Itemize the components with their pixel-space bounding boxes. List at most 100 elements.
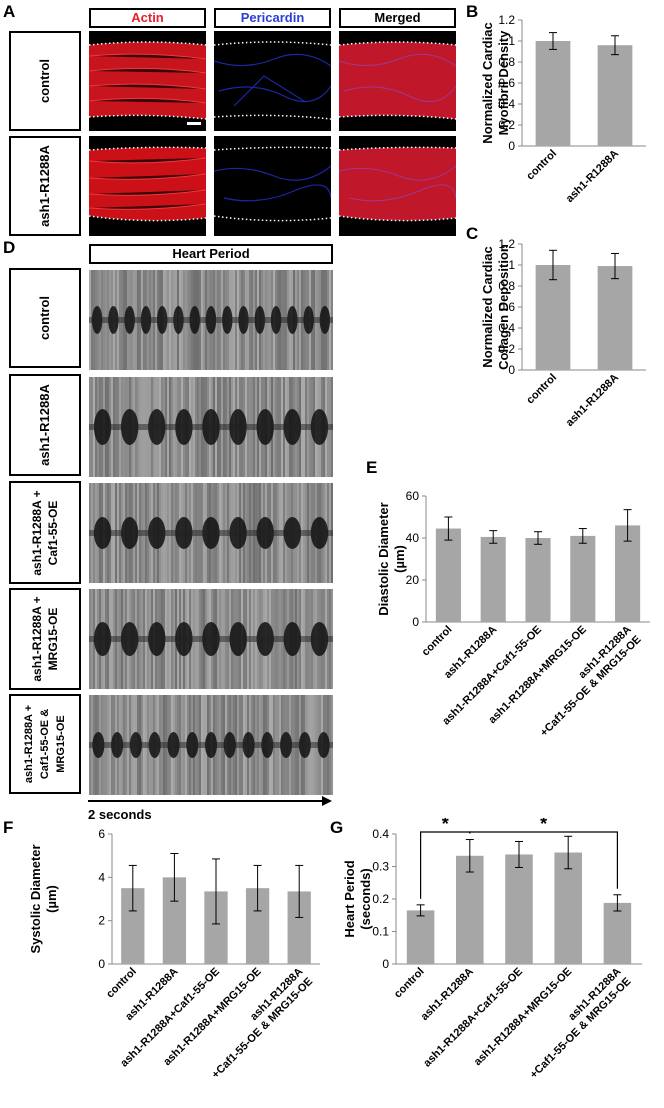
y-tick-label: 1 xyxy=(508,34,515,48)
row-label-text: control xyxy=(37,58,52,104)
bar xyxy=(162,877,187,964)
micrograph-merged-ash1 xyxy=(339,136,456,236)
y-tick-label: 0.2 xyxy=(498,342,515,356)
bar xyxy=(554,852,582,964)
panel-label-b: B xyxy=(466,2,479,21)
y-axis-label: Systolic Diameter(µm) xyxy=(28,844,59,953)
bar xyxy=(570,535,596,622)
bar xyxy=(505,854,533,964)
micrograph-merged-control xyxy=(339,31,456,131)
y-tick-label: 60 xyxy=(406,489,420,503)
y-tick-label: 1 xyxy=(508,258,515,272)
y-tick-label: 0.4 xyxy=(372,827,389,841)
y-tick-label: 0.8 xyxy=(498,279,515,293)
micrograph-actin-ash1 xyxy=(89,136,206,236)
row-label-text: ash1-R1288A xyxy=(37,145,52,227)
panel-label-f: F xyxy=(3,818,14,837)
x-tick-label: ash1-R1288A+Caf1-55-OE & MRG15-OE xyxy=(200,966,315,1081)
y-tick-label: 6 xyxy=(98,827,105,841)
y-tick-label: 20 xyxy=(406,573,420,587)
significance-star: * xyxy=(442,818,449,834)
row-label-text: ash1-R1288A + Caf1-55-OE & MRG15-OE xyxy=(23,704,67,784)
micrograph-pericardin-ash1 xyxy=(214,136,331,236)
row-label-d-caf1: ash1-R1288A + Caf1-55-OE xyxy=(9,481,81,584)
bar xyxy=(535,41,571,146)
y-tick-label: 0.1 xyxy=(372,925,389,939)
y-tick-label: 0 xyxy=(412,615,419,629)
bar xyxy=(535,265,571,370)
channel-label-text: Merged xyxy=(374,10,421,25)
panel-label-e: E xyxy=(366,458,378,477)
x-tick-label: ash1-R1288A+Caf1-55-OE & MRG15-OE xyxy=(528,624,643,739)
row-label-d-both: ash1-R1288A + Caf1-55-OE & MRG15-OE xyxy=(9,694,81,794)
y-tick-label: 0.3 xyxy=(372,860,389,874)
channel-label-text: Pericardin xyxy=(240,10,305,25)
bar xyxy=(480,536,506,622)
channel-label-text: Actin xyxy=(131,10,164,25)
bar xyxy=(406,910,435,964)
row-label-d-control: control xyxy=(9,268,81,368)
y-tick-label: 0.2 xyxy=(372,892,389,906)
channel-label-merged: Merged xyxy=(339,8,456,28)
bar xyxy=(597,266,633,370)
y-tick-label: 0.8 xyxy=(498,55,515,69)
row-label-text: ash1-R1288A + MRG15-OE xyxy=(30,596,60,682)
y-tick-label: 4 xyxy=(98,870,105,884)
x-tick-label: control xyxy=(392,966,427,1001)
row-label-ash1: ash1-R1288A xyxy=(9,136,81,236)
bar xyxy=(245,888,270,964)
panel-label-a: A xyxy=(3,2,16,21)
bar xyxy=(287,891,311,964)
x-tick-label: control xyxy=(104,966,139,1001)
x-tick-label: control xyxy=(420,624,455,659)
kymograph-ash1 xyxy=(89,377,333,477)
significance-bracket xyxy=(469,831,618,889)
kymograph-caf1 xyxy=(89,483,333,583)
significance-star: * xyxy=(540,818,547,834)
x-tick-label: control xyxy=(524,148,559,183)
y-tick-label: 0.4 xyxy=(498,321,515,335)
panel-label-c: C xyxy=(466,224,479,243)
y-tick-label: 0.6 xyxy=(498,76,515,90)
row-label-text: ash1-R1288A xyxy=(37,384,52,466)
y-tick-label: 1.2 xyxy=(498,237,515,251)
bar xyxy=(435,528,461,622)
micrograph-actin-control xyxy=(89,31,206,131)
y-tick-label: 0.4 xyxy=(498,97,515,111)
bar xyxy=(597,45,633,147)
kymograph-control xyxy=(89,270,333,370)
x-tick-label: ash1-R1288A+Caf1-55-OE & MRG15-OE xyxy=(518,966,633,1081)
y-tick-label: 0 xyxy=(98,957,105,971)
time-arrow xyxy=(88,796,332,806)
row-label-d-mrg15: ash1-R1288A + MRG15-OE xyxy=(9,588,81,690)
x-tick-label: ash1-R1288A xyxy=(564,148,621,205)
row-label-text: ash1-R1288A + Caf1-55-OE xyxy=(30,489,60,576)
y-tick-label: 1.2 xyxy=(498,13,515,27)
row-label-control: control xyxy=(9,31,81,131)
row-label-d-ash1: ash1-R1288A xyxy=(9,374,81,476)
y-axis-label: Normalized CardiacCollagen Deposition xyxy=(480,244,511,370)
bar xyxy=(525,538,551,622)
kymograph-mrg15 xyxy=(89,589,333,689)
y-tick-label: 2 xyxy=(98,914,105,928)
y-axis-label: Heart Period(seconds) xyxy=(342,860,373,937)
row-label-text: control xyxy=(37,295,52,341)
channel-label-pericardin: Pericardin xyxy=(214,8,331,28)
y-tick-label: 0 xyxy=(508,139,515,153)
y-tick-label: 0 xyxy=(508,363,515,377)
bar xyxy=(456,855,484,964)
micrograph-pericardin-control xyxy=(214,31,331,131)
y-tick-label: 40 xyxy=(406,531,420,545)
y-axis-label: Normalized CardiacMyofibril Density xyxy=(480,22,511,143)
kymograph-header: Heart Period xyxy=(89,244,333,264)
channel-label-actin: Actin xyxy=(89,8,206,28)
bar xyxy=(603,902,632,964)
bar xyxy=(204,891,228,964)
panel-label-g: G xyxy=(330,818,344,837)
bar xyxy=(121,888,145,964)
